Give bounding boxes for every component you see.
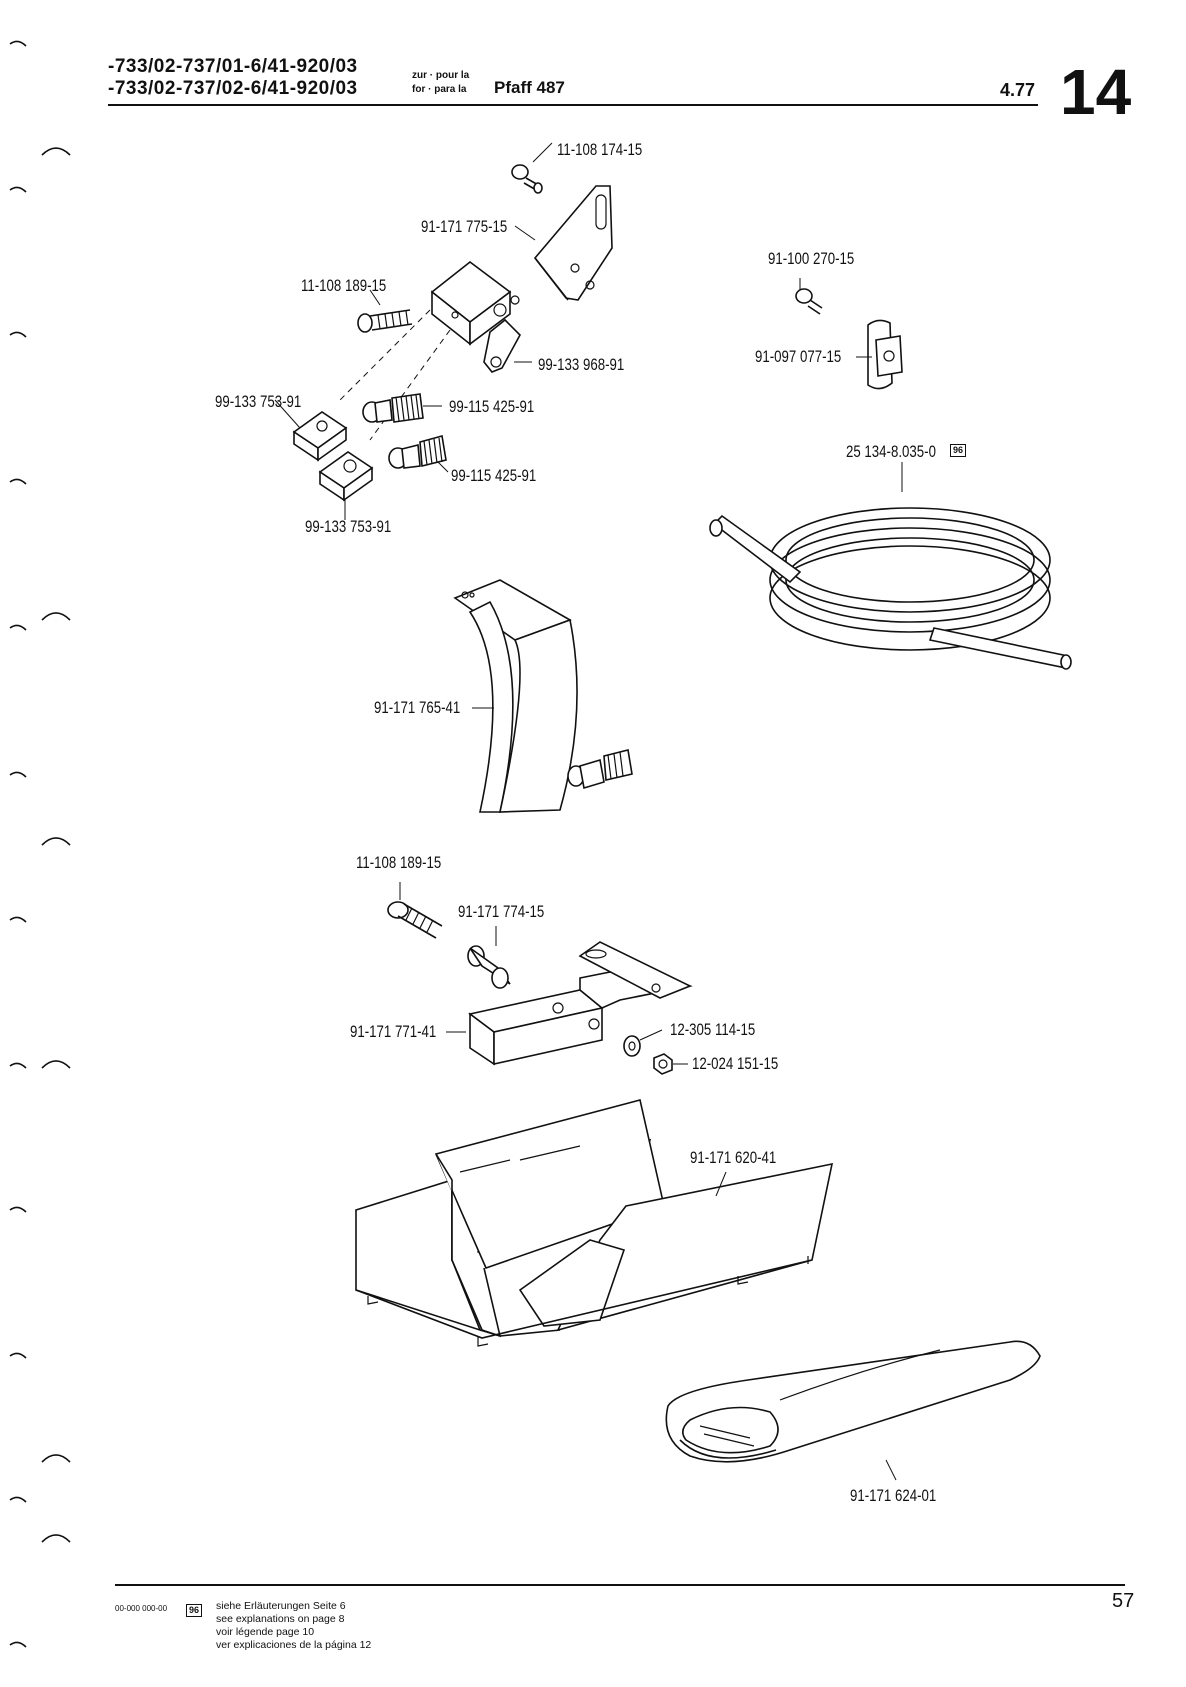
footer-note-en: see explanations on page 8 [216, 1613, 345, 1625]
part-label: 99-133 753-91 [215, 392, 302, 411]
hose-clip [867, 319, 903, 390]
header-line-1: -733/02-737/01-6/41-920/03 [108, 56, 358, 77]
revision-date: 4.77 [1000, 80, 1036, 100]
sheet-tray [355, 1099, 834, 1347]
machine-model: Pfaff 487 [494, 78, 565, 97]
hose-coil [709, 507, 1072, 670]
footer-note-fr: voir légende page 10 [216, 1626, 315, 1638]
part-label: 11-108 189-15 [301, 276, 387, 295]
washer [623, 1035, 641, 1057]
part-label: 25 134-8.035-0 [846, 442, 936, 461]
screw-left [357, 309, 413, 333]
part-label: 12-305 114-15 [670, 1020, 756, 1039]
part-label: 99-133 753-91 [305, 517, 392, 536]
footer-rule [115, 1584, 1125, 1586]
footer-note-de: siehe Erläuterungen Seite 6 [216, 1600, 346, 1612]
part-label: 91-171 620-41 [690, 1148, 777, 1167]
hex-nut [653, 1053, 673, 1075]
part-label: 91-171 775-15 [421, 217, 508, 236]
part-label: 91-171 624-01 [850, 1486, 937, 1505]
threaded-stud-1 [362, 393, 424, 423]
page-number: 57 [1112, 1590, 1135, 1612]
footer-badge: 96 [186, 1604, 203, 1617]
filter-bag [665, 1340, 1041, 1463]
curved-guide [453, 579, 633, 813]
reference-badge: 96 [950, 444, 967, 457]
punch-marks [9, 40, 71, 1648]
mounting-bracket [468, 941, 693, 1066]
spacer-sleeve [467, 945, 511, 989]
footer-code: 00-000 000-00 [115, 1604, 168, 1613]
threaded-stud-2 [388, 434, 447, 469]
bracket-angled [533, 185, 613, 301]
small-block-2 [318, 451, 374, 502]
part-label: 11-108 189-15 [356, 853, 442, 872]
screw-right [795, 288, 823, 315]
part-label: 99-133 968-91 [538, 355, 625, 374]
header-rule [108, 104, 1038, 106]
footer-badge-wrap: 96 [186, 1600, 203, 1618]
header-line-2: -733/02-737/02-6/41-920/03 [108, 78, 358, 99]
header-small-top: zur · pour la [412, 70, 470, 81]
sheet-number: 14 [1060, 56, 1132, 128]
part-label: 91-097 077-15 [755, 347, 842, 366]
hose-label: 25 134-8.035-0 96 [846, 442, 967, 462]
header-small-bottom: for · para la [412, 84, 467, 95]
part-label: 12-024 151-15 [692, 1054, 779, 1073]
footer-note-es: ver explicaciones de la página 12 [216, 1639, 372, 1651]
screw-lower [387, 901, 443, 939]
guide-block [430, 260, 521, 373]
part-label: 99-115 425-91 [451, 466, 537, 485]
part-label: 91-171 774-15 [458, 902, 545, 921]
part-label: 91-171 771-41 [350, 1022, 437, 1041]
small-block-1 [292, 411, 348, 462]
part-label: 91-171 765-41 [374, 698, 461, 717]
part-label: 11-108 174-15 [557, 140, 643, 159]
part-label: 99-115 425-91 [449, 397, 535, 416]
part-label: 91-100 270-15 [768, 249, 855, 268]
screw-top [511, 164, 543, 194]
